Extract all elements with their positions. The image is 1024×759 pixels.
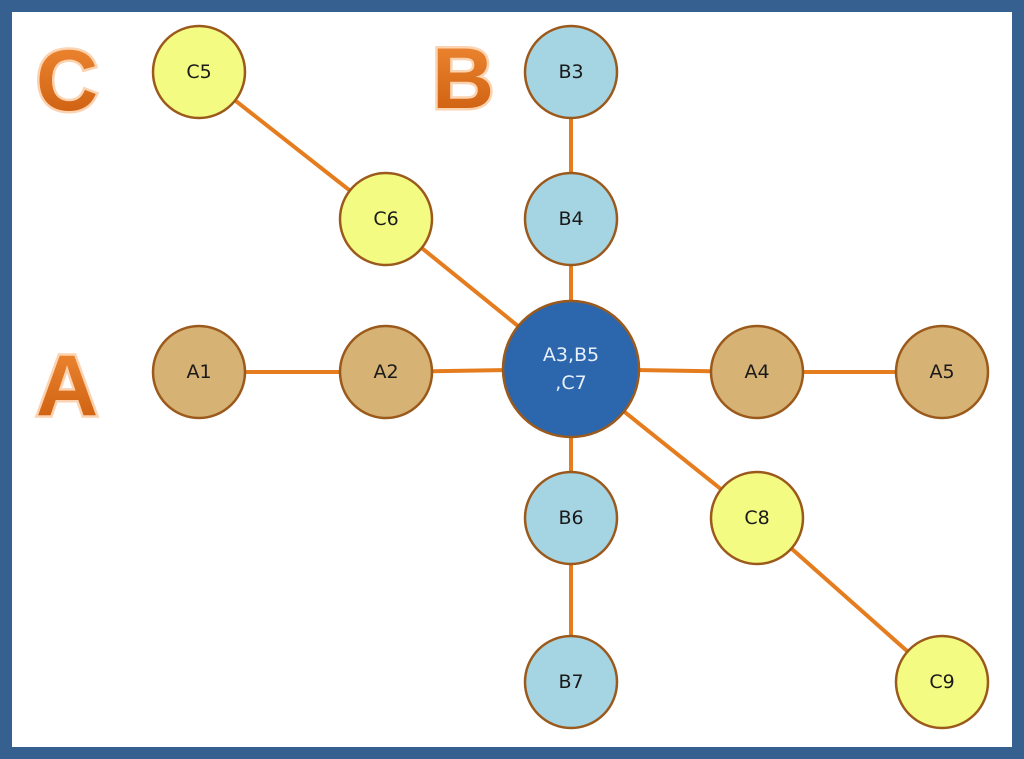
node-label: A2	[373, 361, 398, 383]
group-label-c: C	[36, 33, 98, 129]
node-circle	[151, 324, 247, 420]
node-label: B7	[558, 671, 583, 693]
node-a2[interactable]: A2	[338, 324, 434, 420]
node-hub[interactable]: A3,B5 ,C7	[501, 299, 641, 439]
node-label: B4	[558, 208, 583, 230]
node-label: C9	[929, 671, 954, 693]
node-circle	[501, 299, 641, 439]
node-circle	[523, 171, 619, 267]
node-label: C8	[744, 507, 769, 529]
node-label: C6	[373, 208, 398, 230]
node-label: B3	[558, 61, 583, 83]
node-label: A1	[186, 361, 211, 383]
node-a5[interactable]: A5	[894, 324, 990, 420]
node-c5[interactable]: C5	[151, 24, 247, 120]
node-circle	[894, 324, 990, 420]
node-label: C5	[186, 61, 211, 83]
group-label-b: B	[432, 31, 494, 127]
node-circle	[338, 324, 434, 420]
node-circle	[338, 171, 434, 267]
node-b4[interactable]: B4	[523, 171, 619, 267]
node-label: ,C7	[555, 372, 586, 394]
node-label: A4	[744, 361, 769, 383]
node-b3[interactable]: B3	[523, 24, 619, 120]
node-a4[interactable]: A4	[709, 324, 805, 420]
node-c8[interactable]: C8	[709, 470, 805, 566]
node-circle	[709, 324, 805, 420]
node-circle	[894, 634, 990, 730]
group-label-a: A	[36, 338, 98, 434]
node-circle	[523, 24, 619, 120]
node-b6[interactable]: B6	[523, 470, 619, 566]
node-b7[interactable]: B7	[523, 634, 619, 730]
node-label: A3,B5	[543, 344, 599, 366]
node-circle	[709, 470, 805, 566]
node-c6[interactable]: C6	[338, 171, 434, 267]
node-a1[interactable]: A1	[151, 324, 247, 420]
node-c9[interactable]: C9	[894, 634, 990, 730]
node-label: A5	[929, 361, 954, 383]
node-circle	[523, 634, 619, 730]
node-circle	[151, 24, 247, 120]
node-label: B6	[558, 507, 583, 529]
node-circle	[523, 470, 619, 566]
